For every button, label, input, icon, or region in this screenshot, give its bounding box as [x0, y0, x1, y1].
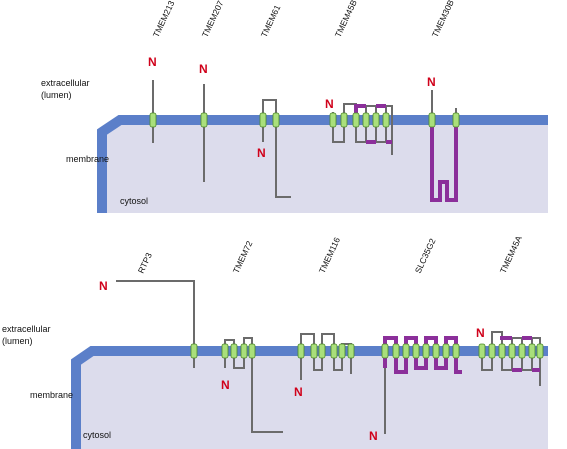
tm-helix: [518, 343, 526, 359]
cytosol-region-1: [97, 118, 548, 213]
extracellular-label-1: extracellular: [41, 78, 90, 88]
tm-helix: [310, 343, 318, 359]
tm-helix: [362, 112, 370, 128]
protein-label-rtp3: RTP3: [136, 251, 154, 275]
protein-tmem213: N: [148, 55, 157, 143]
n-terminus-tmem72: N: [221, 378, 230, 392]
protein-label-tmem45a: TMEM45A: [498, 234, 524, 275]
tm-helix: [402, 343, 410, 359]
lumen-label-1: (lumen): [41, 90, 72, 100]
protein-label-tmem45b: TMEM45B: [333, 0, 359, 39]
protein-label-tmem116: TMEM116: [317, 235, 342, 274]
n-terminus-tmem45a: N: [476, 326, 485, 340]
protein-tmem116: N: [294, 333, 355, 399]
panel-2: extracellular (lumen) membrane cytosol R…: [2, 234, 548, 449]
n-terminus-tmem61: N: [257, 146, 266, 160]
tm-helix: [412, 343, 420, 359]
n-terminus-slc35g2: N: [369, 429, 378, 443]
protein-slc35g2: N: [369, 336, 462, 443]
protein-tmem30b: N: [427, 75, 460, 202]
tm-helix: [272, 112, 280, 128]
tm-helix: [240, 343, 248, 359]
tm-helix: [190, 343, 198, 359]
n-terminus-tmem45b: N: [325, 97, 334, 111]
protein-rtp3: N: [99, 279, 198, 368]
tm-helix: [200, 112, 208, 128]
tm-helix: [372, 112, 380, 128]
tm-helix: [221, 343, 229, 359]
tm-helix: [422, 343, 430, 359]
tm-helix: [318, 343, 326, 359]
tm-helix: [432, 343, 440, 359]
protein-tmem45a: N: [476, 326, 544, 386]
membrane-label-1: membrane: [66, 154, 109, 164]
n-terminus-tmem213: N: [148, 55, 157, 69]
tm-helix: [329, 112, 337, 128]
n-terminus-tmem30b: N: [427, 75, 436, 89]
protein-label-tmem61: TMEM61: [259, 3, 283, 39]
tm-helix: [392, 343, 400, 359]
tm-helix: [381, 343, 389, 359]
protein-tmem45b: N: [325, 97, 393, 155]
tm-helix: [297, 343, 305, 359]
cytosol-region-2: [71, 348, 548, 449]
tm-helix: [508, 343, 516, 359]
tm-helix: [352, 112, 360, 128]
tm-helix: [498, 343, 506, 359]
tm-helix: [230, 343, 238, 359]
protein-label-tmem72: TMEM72: [231, 239, 255, 275]
tm-helix: [452, 343, 460, 359]
tm-helix: [347, 343, 355, 359]
n-terminus-tmem207: N: [199, 62, 208, 76]
cytosol-label-2: cytosol: [83, 430, 111, 440]
tm-helix: [428, 112, 436, 128]
tm-helix: [330, 343, 338, 359]
protein-label-tmem207: TMEM207: [200, 0, 226, 39]
lumen-label-2: (lumen): [2, 336, 33, 346]
protein-tmem72: N: [221, 337, 283, 433]
cytosol-label-1: cytosol: [120, 196, 148, 206]
tm-helix: [340, 112, 348, 128]
tm-helix: [149, 112, 157, 128]
tm-helix: [452, 112, 460, 128]
protein-label-slc35g2: SLC35G2: [413, 237, 438, 275]
membrane-label-2: membrane: [30, 390, 73, 400]
tm-helix: [528, 343, 536, 359]
tm-helix: [248, 343, 256, 359]
panel-1: extracellular (lumen) membrane cytosol T…: [41, 0, 548, 213]
tm-helix: [442, 343, 450, 359]
tm-helix: [382, 112, 390, 128]
tm-helix: [488, 343, 496, 359]
n-terminus-tmem116: N: [294, 385, 303, 399]
protein-label-tmem213: TMEM213: [151, 0, 177, 39]
tm-helix: [338, 343, 346, 359]
protein-tmem61: N: [257, 99, 291, 198]
protein-label-tmem30b: TMEM30B: [430, 0, 456, 39]
tm-helix: [536, 343, 544, 359]
n-terminus-rtp3: N: [99, 279, 108, 293]
extracellular-label-2: extracellular: [2, 324, 51, 334]
protein-tmem207: N: [199, 62, 208, 182]
tm-helix: [478, 343, 486, 359]
tm-helix: [259, 112, 267, 128]
